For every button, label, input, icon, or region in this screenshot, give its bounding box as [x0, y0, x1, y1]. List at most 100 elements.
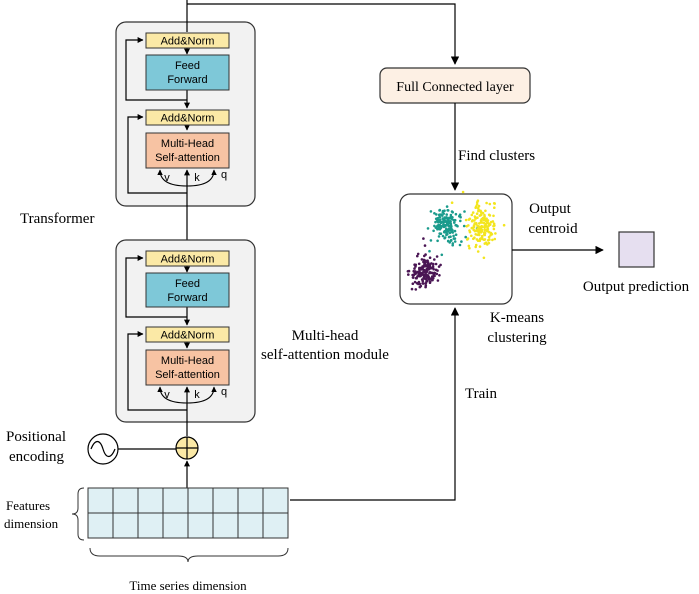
cluster-point: [491, 238, 494, 242]
kmeans-label-line1: K-means: [490, 310, 544, 326]
cluster-point: [475, 212, 479, 215]
output-centroid-label-line1: Output: [529, 201, 572, 217]
grid-cell: [237, 512, 264, 539]
cluster-point: [416, 254, 419, 258]
positional-encoding: Positional encoding: [6, 429, 199, 465]
grid-cell: [162, 487, 189, 514]
cluster-point: [429, 239, 433, 242]
transformer-block-upper: Add&Norm Feed Forward Add&Norm Multi-Hea…: [115, 0, 256, 207]
cluster-point: [489, 234, 492, 237]
cluster-point: [416, 252, 420, 256]
cluster-point: [478, 245, 482, 248]
grid-cell: [137, 487, 164, 514]
grid-cell: [212, 487, 239, 514]
cluster-point: [445, 227, 448, 231]
kmeans-label-line2: clustering: [487, 330, 547, 346]
cluster-point: [444, 219, 447, 223]
cluster-point: [464, 235, 468, 239]
full-connected-layer-label: Full Connected layer: [396, 80, 514, 95]
features-brace: [71, 487, 85, 541]
k-label: k: [194, 172, 200, 184]
cluster-point: [436, 217, 439, 220]
grid-cell: [187, 512, 214, 539]
v-label: v: [164, 172, 170, 184]
cluster-point: [488, 238, 491, 241]
cluster-point: [502, 223, 506, 227]
cluster-point: [434, 262, 438, 266]
cluster-point: [446, 209, 450, 212]
cluster-point: [437, 227, 440, 231]
cluster-point: [422, 273, 425, 277]
cluster-point: [470, 213, 474, 217]
add-norm-box: [145, 109, 230, 126]
cluster-point: [483, 225, 487, 228]
grid-cell: [162, 512, 189, 539]
cluster-point: [473, 229, 477, 233]
cluster-point: [437, 225, 441, 228]
cluster-point: [479, 213, 483, 217]
cluster-point: [478, 225, 482, 229]
cluster-point: [414, 265, 417, 268]
feed-forward-box: [145, 272, 230, 308]
cluster-point: [458, 213, 462, 216]
cluster-point: [453, 229, 457, 233]
cluster-point: [426, 269, 429, 273]
q-label: q: [221, 386, 227, 398]
mhsa-label-line1: Multi-Head: [161, 138, 214, 150]
features-dimension-label-line2: dimension: [4, 516, 59, 531]
cluster-point: [465, 225, 469, 228]
cluster-point: [478, 230, 482, 234]
cluster-point: [439, 263, 442, 267]
cluster-point: [430, 275, 434, 278]
cluster-point: [462, 224, 466, 228]
cluster-point: [438, 232, 442, 235]
cluster-point: [479, 219, 483, 222]
cluster-point: [414, 272, 417, 276]
feed-forward-box: [145, 54, 230, 91]
cluster-point: [466, 238, 469, 241]
cluster-point: [474, 205, 478, 208]
cluster-point: [473, 215, 477, 218]
cluster-point: [423, 270, 426, 273]
cluster-point: [476, 250, 480, 253]
cluster-point: [433, 258, 436, 261]
cluster-point: [477, 209, 480, 213]
cluster-scatter: [406, 190, 506, 291]
cluster-point: [487, 213, 491, 217]
cluster-point: [441, 214, 444, 217]
cluster-point: [483, 213, 486, 217]
cluster-point: [434, 268, 438, 272]
cluster-point: [468, 217, 472, 221]
cluster-point: [424, 253, 427, 256]
cluster-point: [476, 216, 479, 219]
cluster-point: [475, 203, 479, 206]
cluster-point: [436, 279, 440, 282]
cluster-point: [449, 213, 453, 217]
add-norm-box: [145, 326, 230, 343]
add-norm-label: Add&Norm: [161, 113, 215, 125]
cluster-point: [418, 270, 421, 273]
cluster-point: [487, 235, 491, 239]
cluster-point: [449, 222, 453, 226]
cluster-point: [493, 224, 496, 227]
cluster-point: [446, 239, 450, 243]
cluster-point: [482, 221, 486, 225]
cluster-point: [486, 227, 489, 231]
add-norm-box: [145, 32, 230, 49]
cluster-point: [472, 224, 476, 227]
cluster-point: [476, 224, 479, 228]
cluster-point: [478, 233, 481, 237]
transformer-label: Transformer: [20, 211, 94, 227]
cluster-point: [432, 229, 435, 233]
cluster-point: [434, 226, 438, 229]
cluster-point: [483, 233, 486, 236]
cluster-point: [470, 234, 473, 238]
cluster-point: [435, 272, 439, 276]
time-series-dimension-label: Time series dimension: [129, 578, 247, 593]
cluster-point: [422, 282, 425, 285]
cluster-point: [434, 220, 437, 224]
cluster-point: [445, 216, 448, 219]
cluster-point: [492, 227, 496, 231]
output-centroid-label-line2: centroid: [528, 221, 578, 237]
cluster-point: [450, 230, 454, 234]
